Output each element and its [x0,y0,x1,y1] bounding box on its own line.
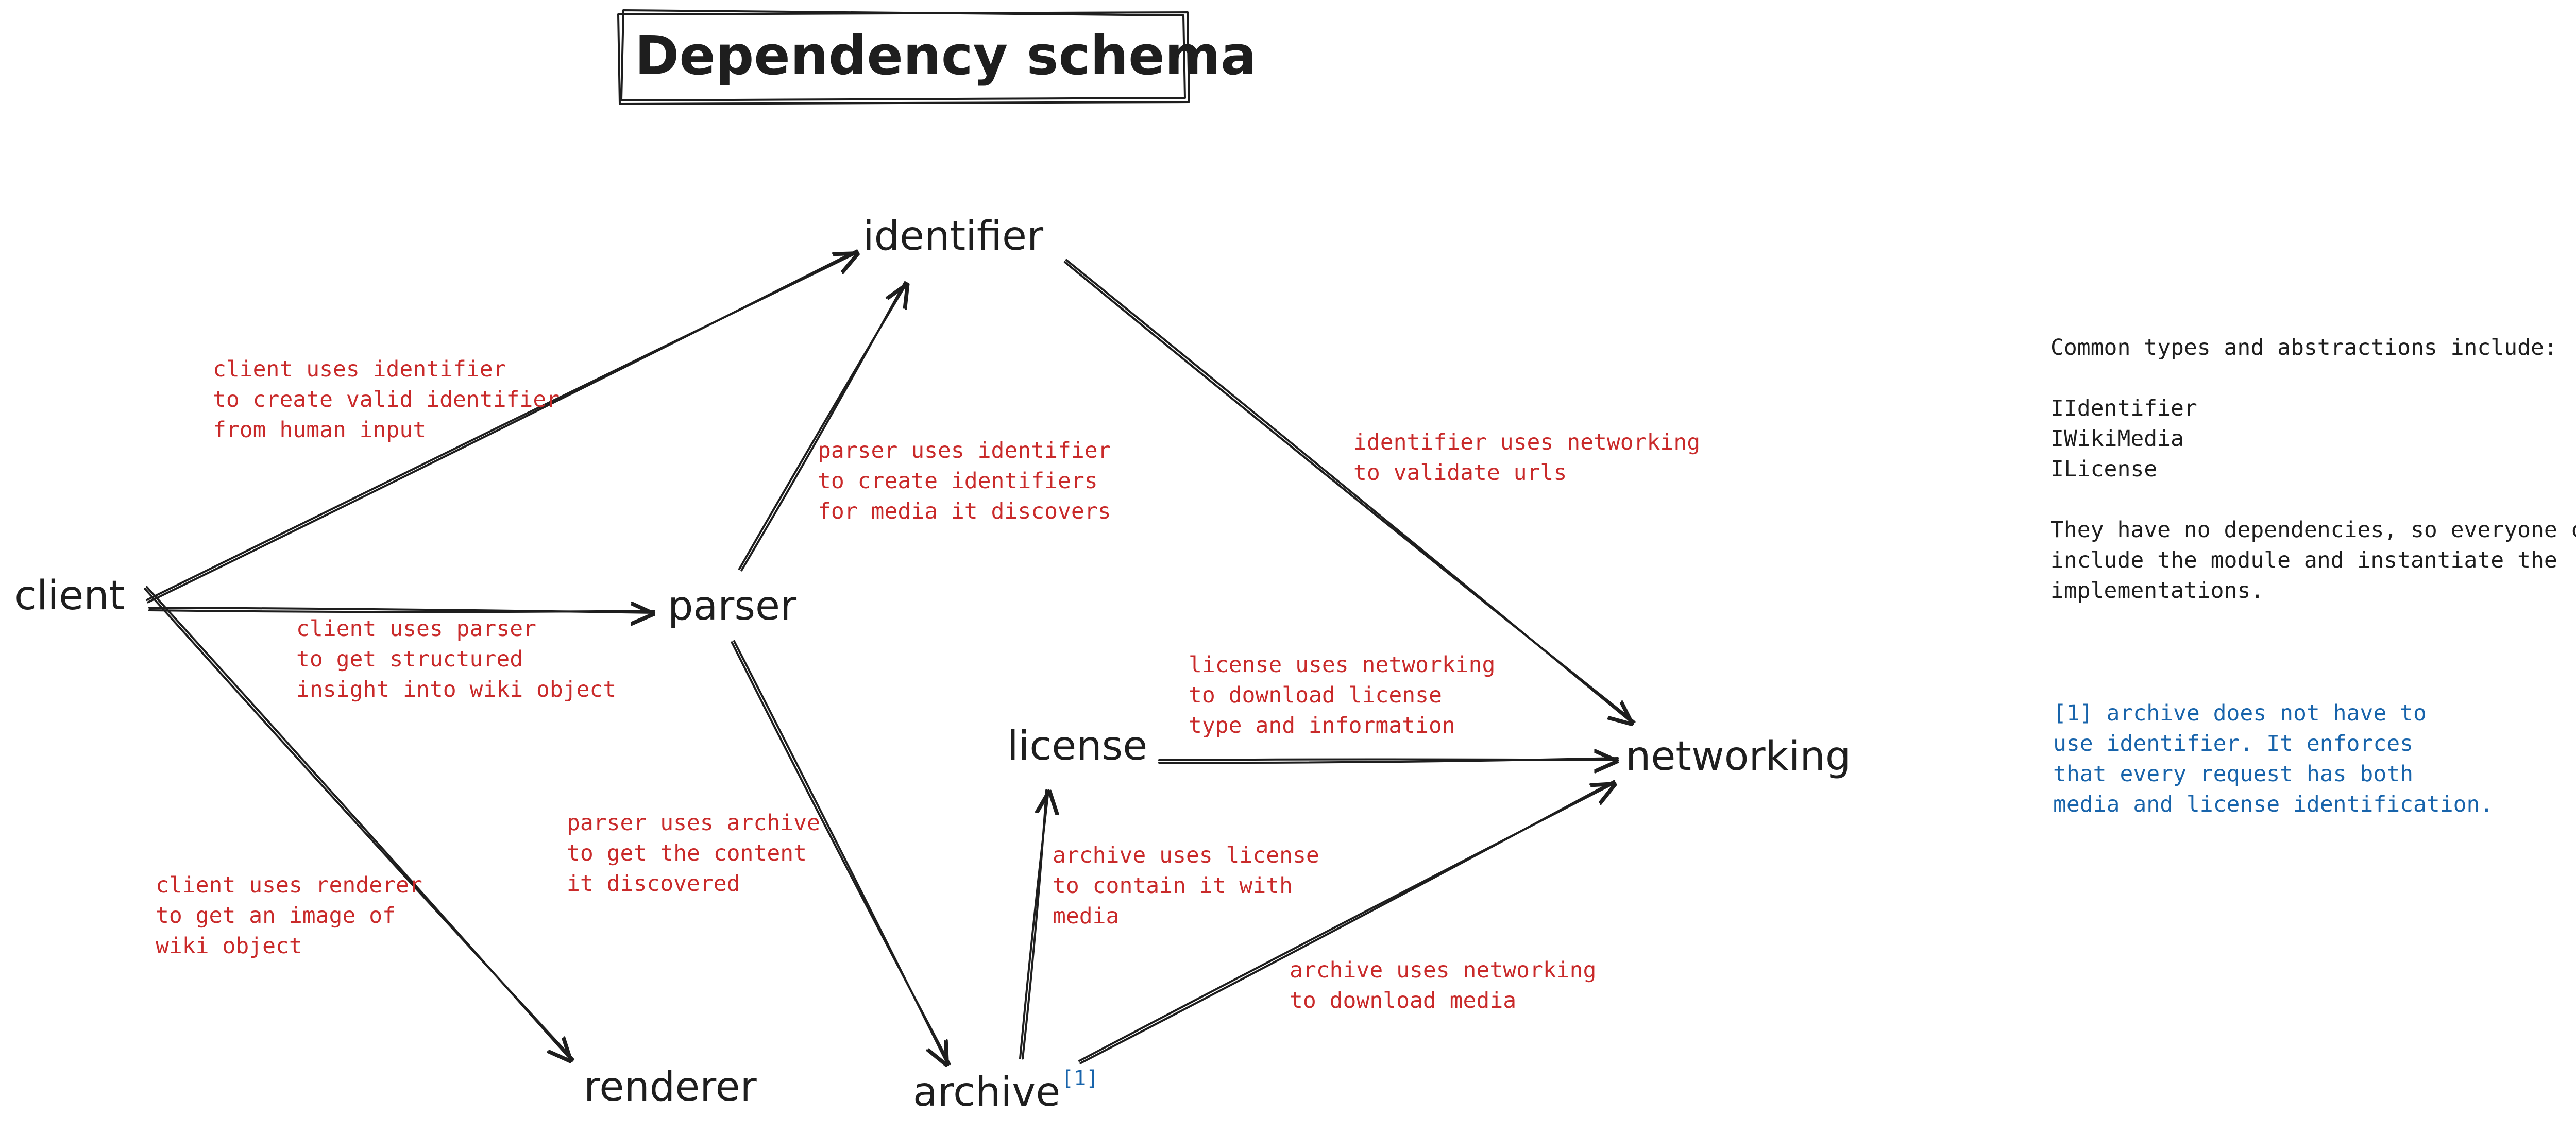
node-client: client [14,573,125,619]
node-identifier: identifier [863,213,1044,260]
edge-label-identifier-networking: identifier uses networking to validate u… [1353,429,1701,486]
edge-label-archive-networking: archive uses networking to download medi… [1290,957,1597,1013]
title-frame [617,9,1190,105]
node-license: license [1007,723,1148,769]
edge-label-license-networking: license uses networking to download lice… [1189,652,1496,738]
edge-client-to-identifier [146,249,860,604]
common-types-note: Common types and abstractions include: I… [2050,335,2576,604]
diagram-title: Dependency schema [635,24,1257,87]
edge-label-client-parser: client uses parser to get structured ins… [296,616,617,702]
edge-parser-to-identifier [738,281,910,572]
edge-label-client-identifier: client uses identifier to create valid i… [213,356,560,443]
edge-identifier-to-networking [1063,259,1636,727]
edge-label-archive-license: archive uses license to contain it with … [1053,843,1319,929]
archive-footnote: [1] archive does not have to use identif… [2053,700,2494,817]
edge-archive-to-license [1019,789,1059,1060]
edge-label-client-renderer: client uses renderer to get an image of … [156,872,422,959]
edge-label-parser-archive: parser uses archive to get the content i… [567,810,820,897]
edge-license-to-networking [1158,749,1619,774]
node-renderer: renderer [584,1064,757,1110]
archive-footnote-marker: [1] [1061,1067,1099,1090]
edge-client-to-parser [148,601,656,626]
node-networking: networking [1625,733,1851,780]
edge-label-parser-identifier: parser uses identifier to create identif… [818,438,1111,524]
edge-client-to-renderer [144,586,574,1063]
edge-parser-to-archive [731,640,951,1067]
node-archive: archive [913,1069,1061,1115]
edge-archive-to-networking [1078,780,1617,1064]
node-parser: parser [668,583,797,629]
